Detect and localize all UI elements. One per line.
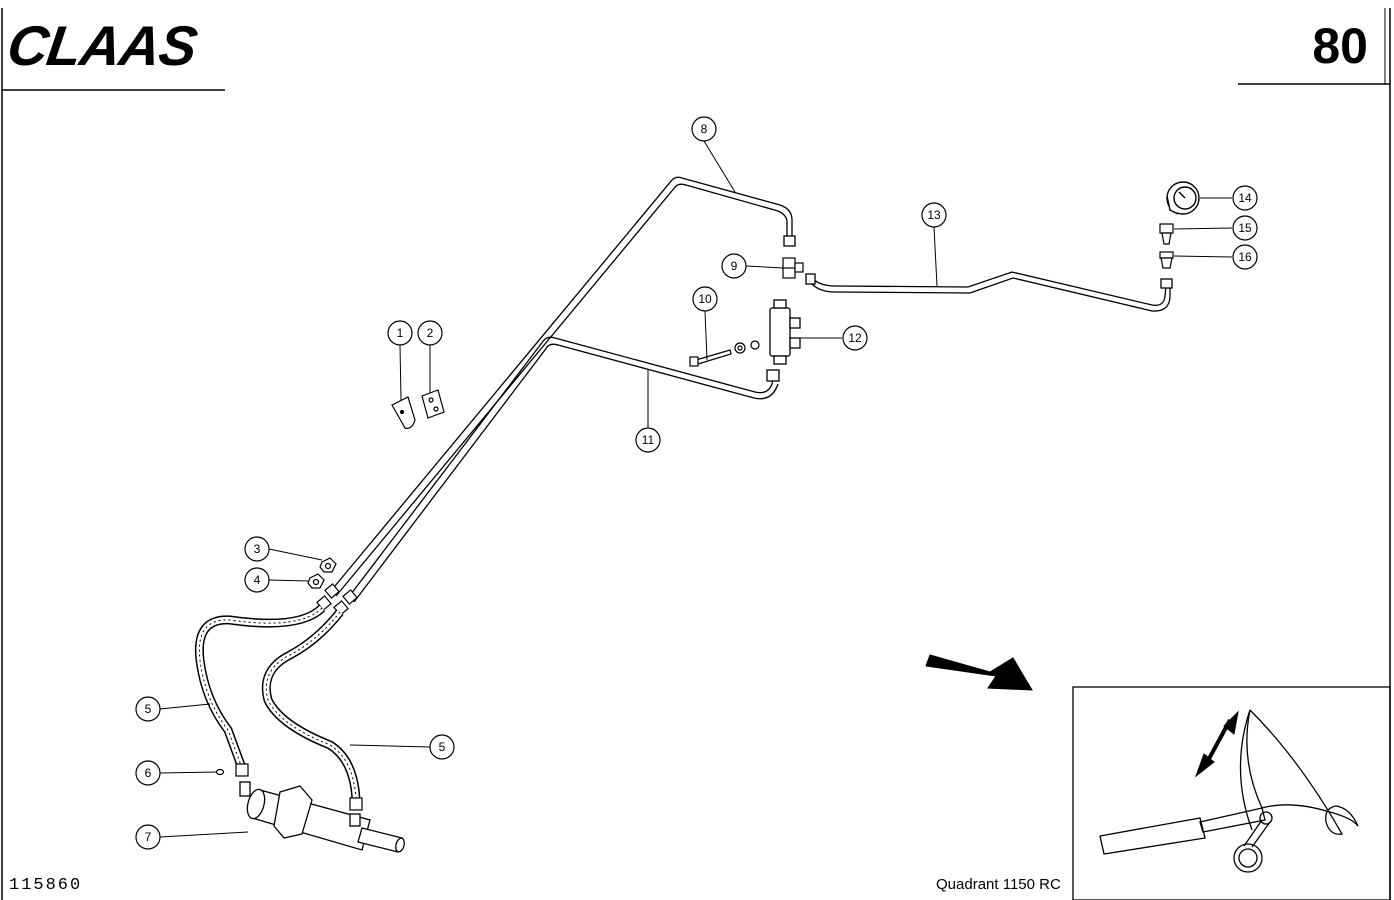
nut-3 bbox=[319, 557, 337, 573]
sheet-frame bbox=[1, 8, 1391, 900]
svg-text:7: 7 bbox=[145, 830, 152, 844]
svg-text:13: 13 bbox=[927, 208, 941, 222]
bracket-1 bbox=[391, 396, 416, 429]
callout-13: 13 bbox=[921, 202, 947, 228]
pressure-gauge-14 bbox=[1166, 181, 1200, 215]
clamp-2 bbox=[421, 389, 445, 419]
callout-5a: 5 bbox=[135, 696, 161, 722]
leader-lines bbox=[159, 140, 1233, 838]
callout-15: 15 bbox=[1232, 215, 1258, 241]
callout-3: 3 bbox=[244, 536, 270, 562]
hose-5-right bbox=[261, 609, 363, 811]
inset-detail bbox=[1072, 686, 1391, 900]
svg-text:11: 11 bbox=[642, 433, 655, 447]
svg-text:9: 9 bbox=[731, 259, 738, 273]
svg-text:1: 1 bbox=[397, 326, 404, 340]
valve-12 bbox=[769, 299, 801, 365]
callout-16: 16 bbox=[1232, 244, 1258, 270]
callout-7: 7 bbox=[135, 824, 161, 850]
svg-text:5: 5 bbox=[145, 702, 152, 716]
nut-4 bbox=[307, 573, 325, 589]
hose-5-left bbox=[194, 604, 326, 777]
adapter-16 bbox=[1159, 251, 1174, 269]
svg-text:2: 2 bbox=[427, 326, 434, 340]
svg-text:10: 10 bbox=[698, 292, 712, 306]
double-arrow-icon bbox=[1194, 710, 1239, 778]
svg-text:5: 5 bbox=[439, 740, 446, 754]
tee-fitting-9 bbox=[782, 257, 804, 279]
callout-6: 6 bbox=[135, 760, 161, 786]
svg-text:4: 4 bbox=[254, 573, 261, 587]
pipe-11 bbox=[347, 336, 780, 603]
callout-11: 11 bbox=[635, 427, 661, 453]
callout-8: 8 bbox=[691, 116, 717, 142]
callout-5b: 5 bbox=[429, 734, 455, 760]
callout-10: 10 bbox=[692, 286, 718, 312]
svg-text:14: 14 bbox=[1238, 191, 1252, 205]
svg-text:8: 8 bbox=[701, 122, 708, 136]
pipe-13 bbox=[805, 271, 1173, 312]
svg-text:16: 16 bbox=[1238, 250, 1252, 264]
svg-text:12: 12 bbox=[848, 331, 862, 345]
page-number: 80 bbox=[1312, 18, 1368, 74]
drawing-number: 115860 bbox=[9, 876, 83, 895]
hydraulic-cylinder-7 bbox=[239, 781, 405, 853]
adapter-15 bbox=[1159, 223, 1174, 245]
o-ring-6 bbox=[215, 768, 225, 776]
direction-arrow bbox=[925, 654, 1033, 691]
callout-9: 9 bbox=[721, 253, 747, 279]
callout-1: 1 bbox=[387, 320, 413, 346]
pipe-8 bbox=[329, 176, 796, 597]
machine-model: Quadrant 1150 RC bbox=[936, 876, 1061, 893]
callout-12: 12 bbox=[842, 325, 868, 351]
svg-text:6: 6 bbox=[145, 766, 152, 780]
svg-text:3: 3 bbox=[254, 542, 261, 556]
bolt-10 bbox=[689, 340, 760, 367]
callout-14: 14 bbox=[1232, 185, 1258, 211]
svg-text:15: 15 bbox=[1238, 221, 1252, 235]
callout-2: 2 bbox=[417, 320, 443, 346]
callout-4: 4 bbox=[244, 567, 270, 593]
